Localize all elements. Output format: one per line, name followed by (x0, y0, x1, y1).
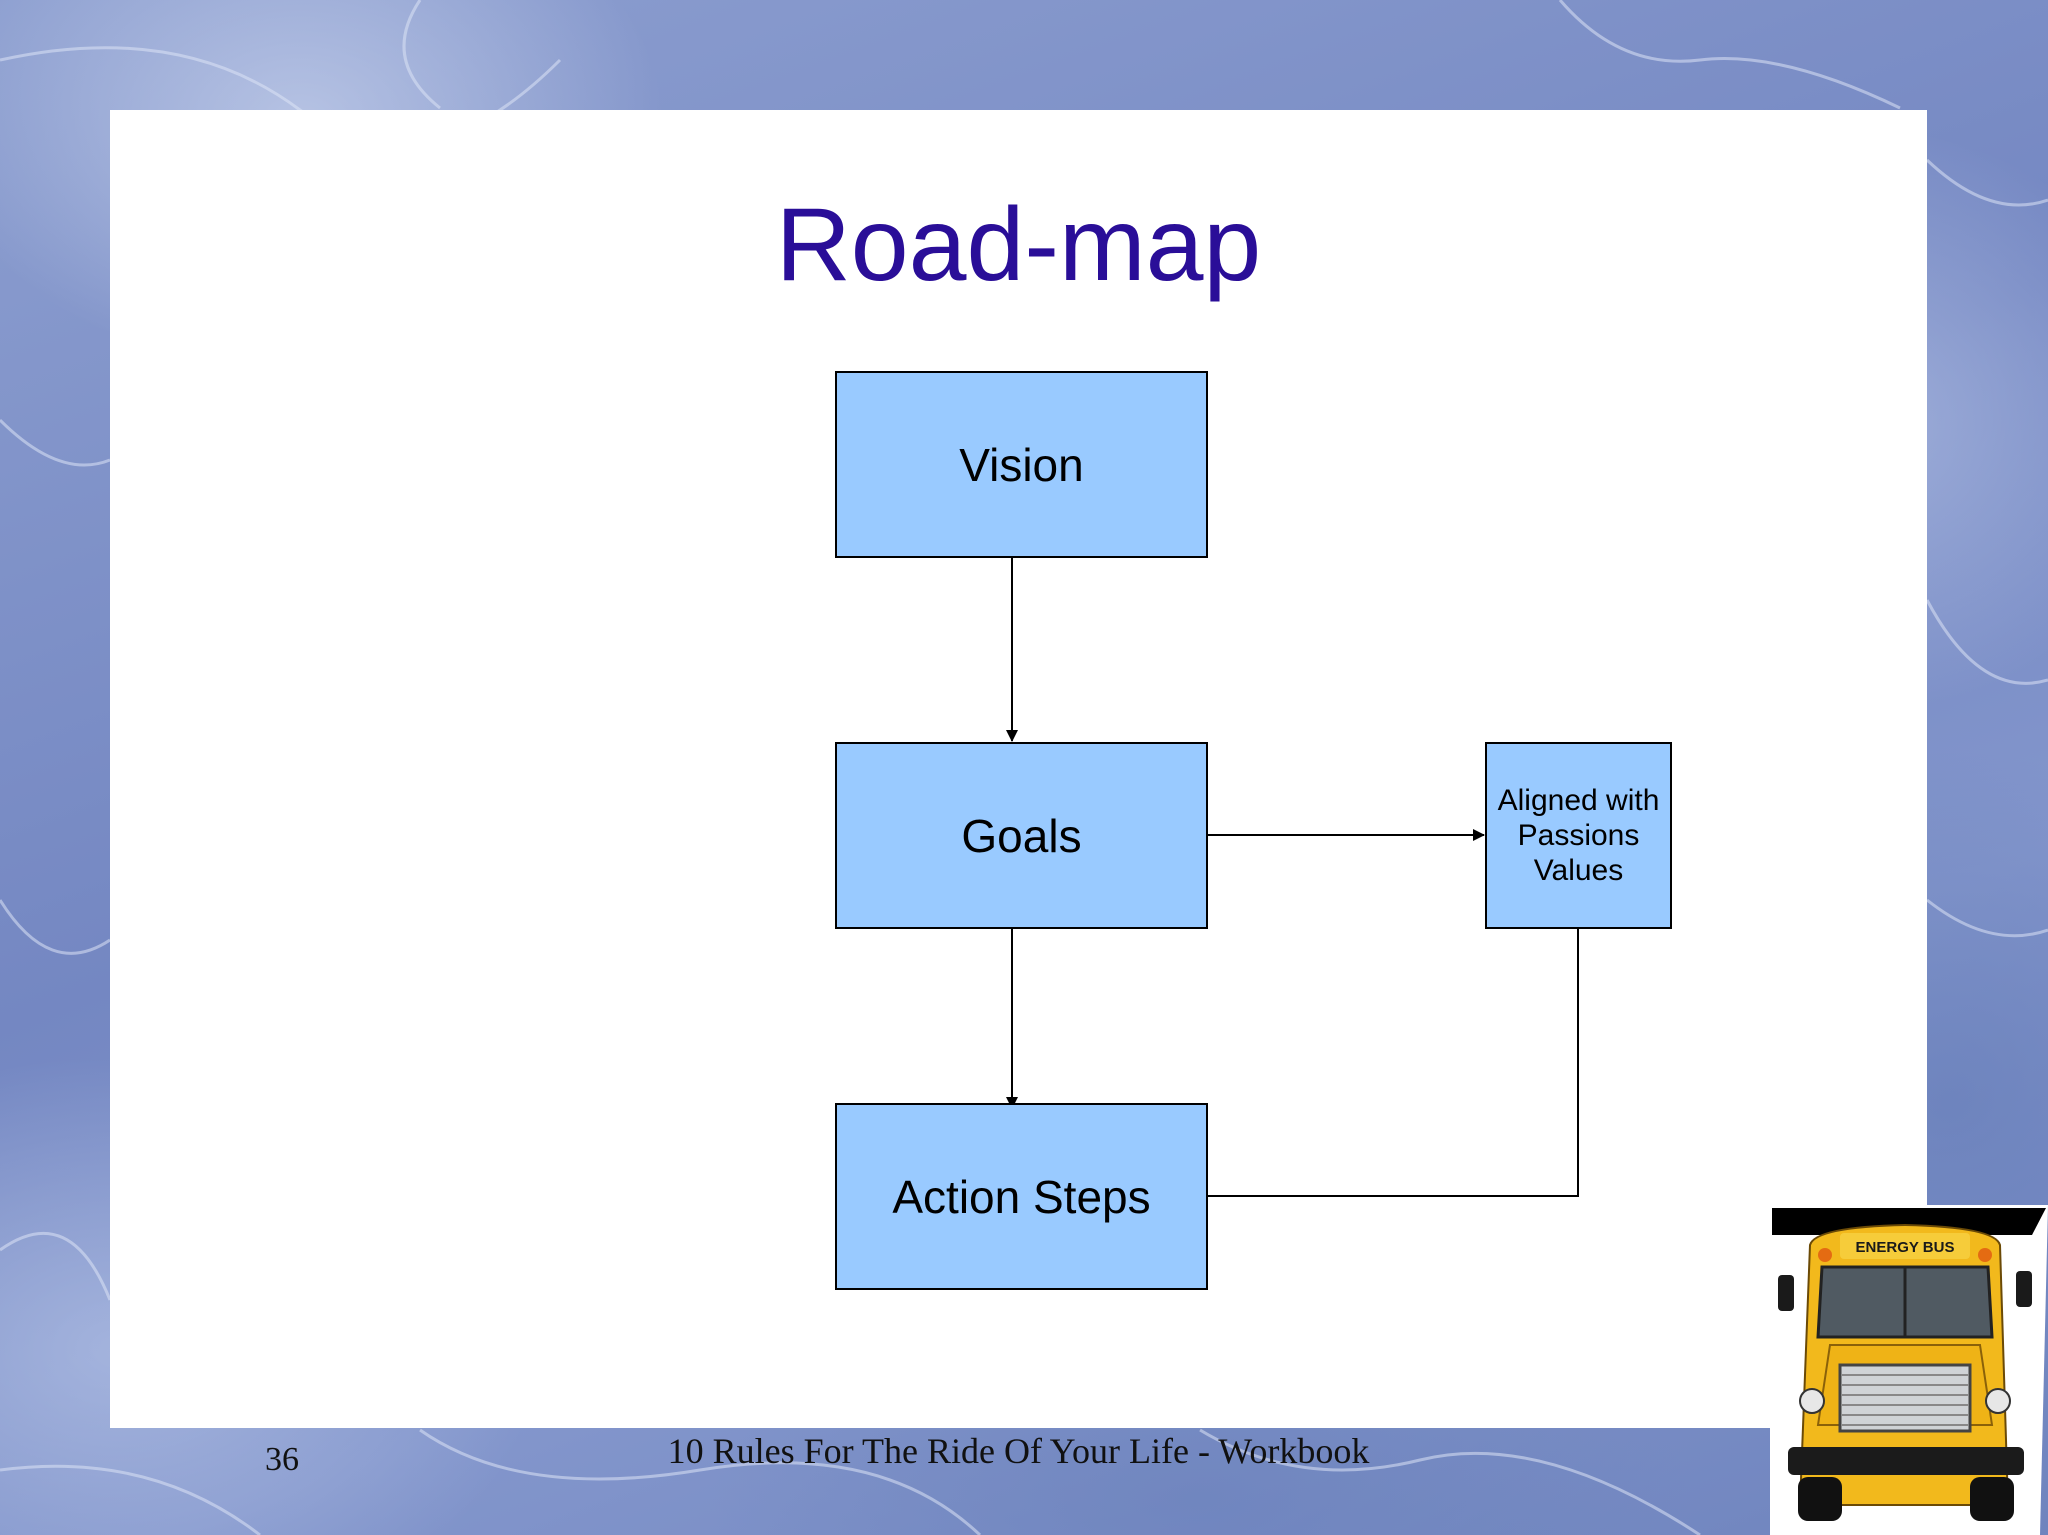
node-aligned-line-1: Aligned with (1497, 784, 1660, 817)
node-aligned-line-2: Passions (1517, 819, 1640, 852)
node-vision-label: Vision (959, 438, 1084, 491)
node-aligned-line-3: Values (1533, 854, 1624, 887)
node-action-steps: Action Steps (835, 1103, 1208, 1290)
node-goals: Goals (835, 742, 1208, 929)
bus-sign-text: ENERGY BUS (1856, 1239, 1955, 1256)
node-action-steps-label: Action Steps (892, 1170, 1151, 1223)
connector-aligned-to-action-steps (1207, 928, 1579, 1197)
node-vision: Vision (835, 371, 1208, 558)
node-goals-label: Goals (961, 809, 1082, 862)
energy-bus-photo: ENERGY BUS (1770, 1205, 2048, 1535)
page-number: 36 (265, 1441, 299, 1478)
node-aligned: Aligned with Passions Values (1485, 742, 1672, 929)
slide-title: Road-map (775, 187, 1262, 303)
footer-title: 10 Rules For The Ride Of Your Life - Wor… (667, 1431, 1370, 1471)
